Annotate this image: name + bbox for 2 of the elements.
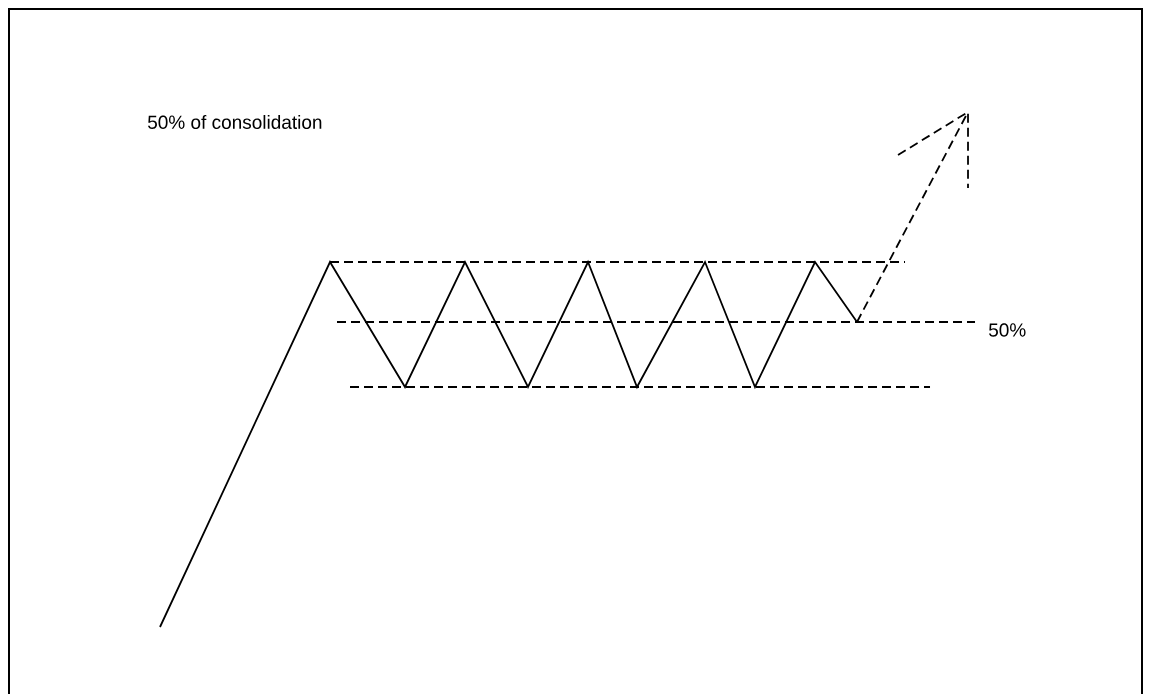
level-label: 50% [988, 323, 1026, 337]
annotation-text: 50% of consolidation [147, 115, 322, 129]
